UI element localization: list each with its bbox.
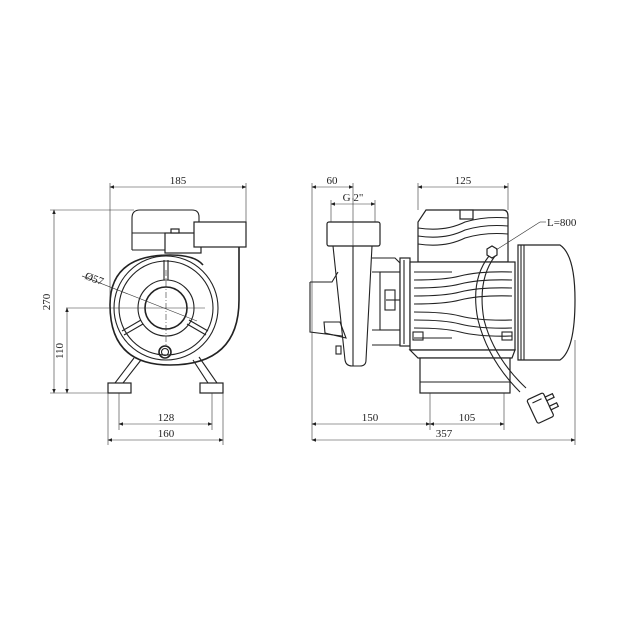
side-view: [309, 198, 576, 424]
dim-105: 105: [459, 412, 476, 424]
dim-inlet-diameter: Ø57: [83, 270, 105, 288]
dim-357: 357: [436, 428, 453, 440]
dim-128: 128: [158, 412, 175, 424]
dim-110: 110: [54, 342, 66, 359]
side-dimensions: [311, 183, 576, 445]
dim-60: 60: [327, 175, 339, 187]
dim-thread-g2: G 2": [343, 192, 364, 204]
dim-125: 125: [455, 175, 472, 187]
front-view: [66, 209, 247, 394]
dim-150: 150: [362, 412, 379, 424]
dim-185: 185: [170, 175, 187, 187]
dim-160: 160: [158, 428, 175, 440]
dim-cable-length: L=800: [547, 217, 577, 229]
front-dimensions: [50, 183, 247, 445]
dim-270: 270: [41, 293, 53, 310]
